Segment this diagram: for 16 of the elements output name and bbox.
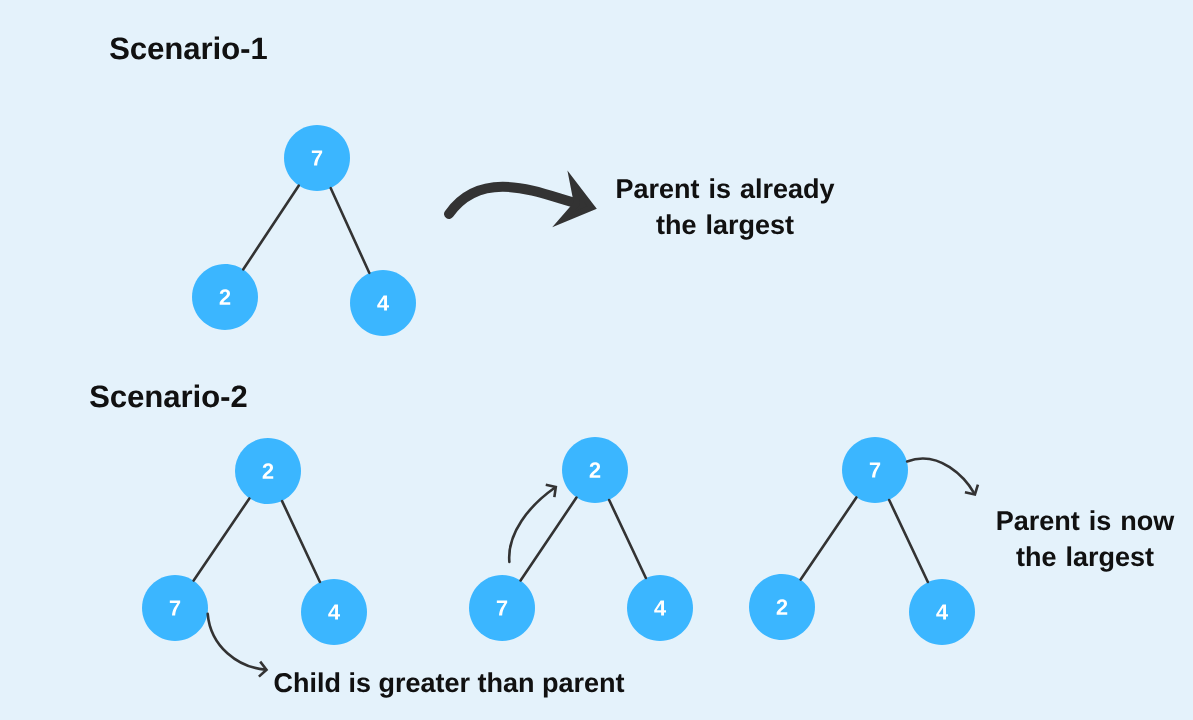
note-text: Parent is now the largest <box>997 510 1175 572</box>
tree-line <box>519 496 578 582</box>
note-text: Parent is already the largest <box>617 178 835 240</box>
curved-arrow <box>905 457 980 497</box>
curved-arrow <box>507 483 558 564</box>
tree-line <box>799 496 858 581</box>
tree-line <box>280 499 322 584</box>
tree-line <box>329 186 371 275</box>
heading: Scenario-1 <box>110 36 267 60</box>
tree-line <box>607 498 648 580</box>
tree-line <box>887 498 930 584</box>
heading: Scenario-2 <box>90 384 247 408</box>
curved-arrow <box>206 612 269 678</box>
tree-line <box>192 497 251 582</box>
note-text: Child is greater than parent <box>274 672 625 698</box>
tree-line <box>242 184 300 271</box>
